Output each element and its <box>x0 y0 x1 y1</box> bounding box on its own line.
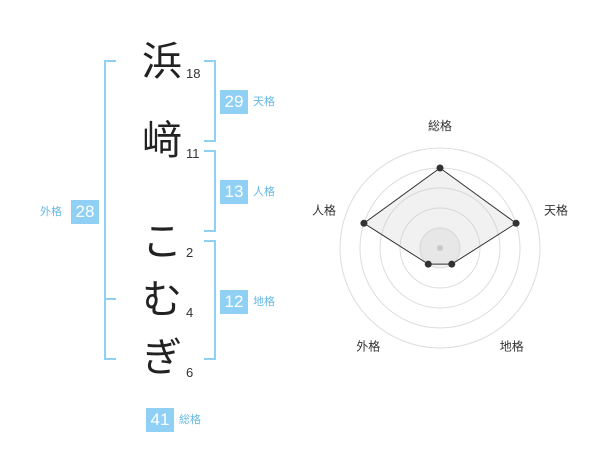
stroke-count-4: 4 <box>186 305 194 320</box>
gaikaku-badge: 28 <box>71 200 99 224</box>
radar-point-3 <box>448 260 456 268</box>
name-char-1: 浜 <box>142 39 182 85</box>
chikaku-badge: 12 <box>220 290 248 314</box>
radar-axis-label-3: 地格 <box>500 339 524 354</box>
radar-center <box>437 245 443 251</box>
radar-axis-label-5: 人格 <box>312 202 336 217</box>
radar-point-4 <box>424 260 432 268</box>
gaikaku-bracket-split <box>104 298 116 300</box>
gaikaku-label: 外格 <box>40 205 62 218</box>
name-char-5: ぎ <box>142 335 182 381</box>
name-char-2: 﨑 <box>142 118 182 164</box>
radar-point-2 <box>512 219 520 227</box>
name-char-3: こ <box>142 219 182 265</box>
stroke-count-1: 18 <box>186 66 201 81</box>
soukaku-label: 総格 <box>179 413 201 426</box>
tenkaku-badge: 29 <box>220 90 248 114</box>
tenkaku-bracket <box>204 60 216 142</box>
radar-ring <box>379 187 501 309</box>
jinkaku-bracket <box>204 150 216 232</box>
gaikaku-bracket <box>104 60 116 360</box>
radar-point-1 <box>436 164 444 172</box>
soukaku-badge: 41 <box>146 408 174 432</box>
chikaku-label: 地格 <box>253 295 275 308</box>
jinkaku-label: 人格 <box>253 185 275 198</box>
stroke-count-3: 2 <box>186 245 194 260</box>
tenkaku-label: 天格 <box>253 95 275 108</box>
radar-ring <box>339 147 541 349</box>
name-char-4: む <box>142 277 182 323</box>
radar-axis-label-4: 外格 <box>356 339 380 354</box>
radar-axis-label-2: 天格 <box>544 202 568 217</box>
radar-ring <box>399 207 481 289</box>
stroke-count-5: 6 <box>186 365 194 380</box>
jinkaku-badge: 13 <box>220 180 248 204</box>
radar-points <box>360 164 520 268</box>
radar-polygon <box>363 167 517 265</box>
radar-grid <box>339 147 541 349</box>
chikaku-bracket <box>204 240 216 360</box>
radar-series <box>363 167 517 265</box>
radar-point-5 <box>360 219 368 227</box>
stroke-count-2: 11 <box>186 146 200 161</box>
radar-axis-label-1: 総格 <box>428 118 452 133</box>
